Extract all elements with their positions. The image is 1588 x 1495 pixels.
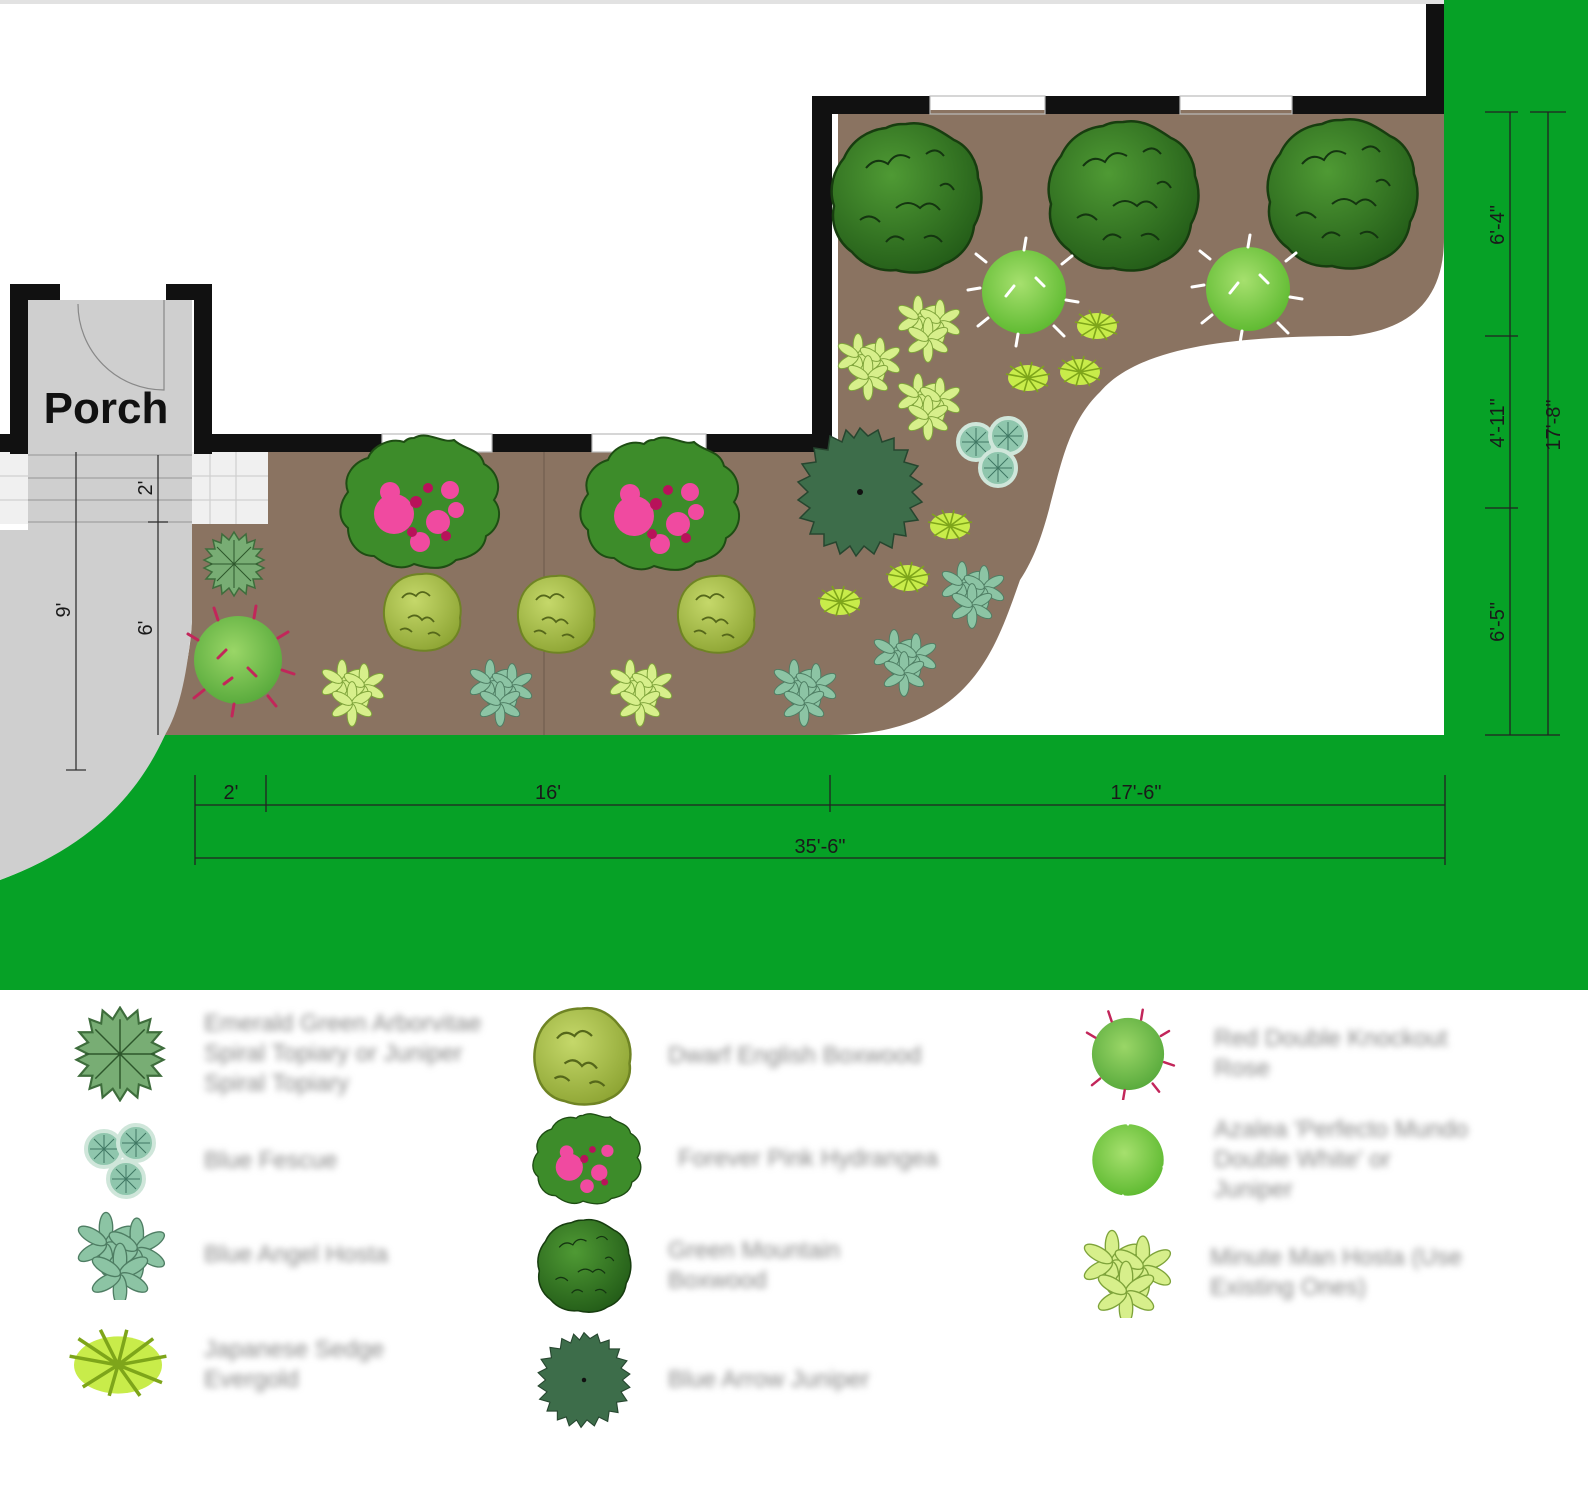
legend-item: Green Mountain Boxwood <box>536 1218 868 1314</box>
legend-label: Azalea 'Perfecto Mundo Double White' or … <box>1214 1116 1469 1203</box>
dwarf-english-boxwood-icon <box>533 1006 632 1106</box>
plan-green-mountain-boxwood <box>1266 117 1419 270</box>
plan-dwarf-english-boxwood <box>516 574 596 654</box>
plan-dwarf-english-boxwood <box>676 574 756 654</box>
dimension-right-6-4: 6'-4" <box>1487 205 1509 245</box>
legend-label: Japanese Sedge Evergold <box>204 1336 385 1393</box>
azalea-icon <box>1085 1112 1176 1208</box>
legend-item: Blue Angel Hosta <box>72 1210 494 1300</box>
legend-item: Blue Fescue <box>72 1116 494 1206</box>
legend-label: Green Mountain Boxwood <box>668 1237 841 1294</box>
blue-angel-hosta-icon <box>72 1210 168 1300</box>
legend-item: Blue Arrow Juniper <box>536 1330 928 1430</box>
plan-emerald-green-arborvitae <box>203 531 265 597</box>
legend-item: Forever Pink Hydrangea <box>532 1112 978 1206</box>
dimension-seg-2: 2' <box>224 782 239 804</box>
plan-forever-pink-hydrangea <box>339 434 501 569</box>
legend-label: Emerald Green Arborvitae Spiral Topiary … <box>204 1010 482 1097</box>
legend-item: Red Double Knockout Rose <box>1078 1008 1464 1100</box>
emerald-green-arborvitae-icon <box>75 1006 165 1102</box>
dimension-right-4-11: 4'-11" <box>1487 398 1509 447</box>
landscape-plan: Porch 2' 9' 6' 2' 16' 17'-6" 35'-6" 6'-4… <box>0 0 1588 990</box>
dimension-seg-17-6: 17'-6" <box>1111 782 1162 804</box>
legend-item: Japanese Sedge Evergold <box>68 1320 464 1410</box>
legend-label: Dwarf English Boxwood <box>668 1042 922 1069</box>
plan-green-mountain-boxwood <box>1047 119 1200 272</box>
legend-item: Minute Man Hosta (Use Existing Ones) <box>1078 1228 1510 1318</box>
porch-label: Porch <box>44 384 169 433</box>
plan-dwarf-english-boxwood <box>382 572 462 652</box>
plan-azalea <box>1190 233 1304 345</box>
legend-label: Blue Fescue <box>204 1147 338 1174</box>
plant-legend: Emerald Green Arborvitae Spiral Topiary … <box>0 1000 1588 1495</box>
blue-fescue-icon <box>84 1123 156 1199</box>
dimension-seg-16: 16' <box>535 782 561 804</box>
dimension-right-6-5: 6'-5" <box>1487 602 1509 642</box>
legend-label: Blue Angel Hosta <box>204 1241 389 1268</box>
dimension-porch-step: 2' <box>135 481 157 496</box>
forever-pink-hydrangea-icon <box>532 1113 642 1205</box>
japanese-sedge-icon <box>68 1328 168 1398</box>
plan-green-mountain-boxwood <box>830 121 983 274</box>
red-knockout-rose-icon <box>1085 1008 1176 1100</box>
minuteman-hosta-icon <box>1078 1228 1174 1318</box>
legend-label: Minute Man Hosta (Use Existing Ones) <box>1210 1244 1463 1301</box>
legend-label: Forever Pink Hydrangea <box>678 1145 939 1172</box>
plan-red-knockout-rose <box>186 604 296 718</box>
dimension-walk-9: 9' <box>53 603 75 618</box>
dimension-walk-6: 6' <box>135 621 157 636</box>
legend-item: Emerald Green Arborvitae Spiral Topiary … <box>72 1006 494 1102</box>
legend-item: Dwarf English Boxwood <box>532 1006 928 1106</box>
legend-label: Red Double Knockout Rose <box>1214 1025 1448 1082</box>
dimension-total-width: 35'-6" <box>795 836 846 858</box>
dimension-total-depth: 17'-8" <box>1543 400 1565 451</box>
legend-item: Azalea 'Perfecto Mundo Double White' or … <box>1078 1112 1474 1208</box>
plan-azalea <box>966 236 1080 348</box>
blue-arrow-juniper-icon <box>537 1332 631 1428</box>
legend-label: Blue Arrow Juniper <box>668 1366 870 1393</box>
plan-forever-pink-hydrangea <box>579 436 741 571</box>
green-mountain-boxwood-icon <box>537 1218 632 1313</box>
